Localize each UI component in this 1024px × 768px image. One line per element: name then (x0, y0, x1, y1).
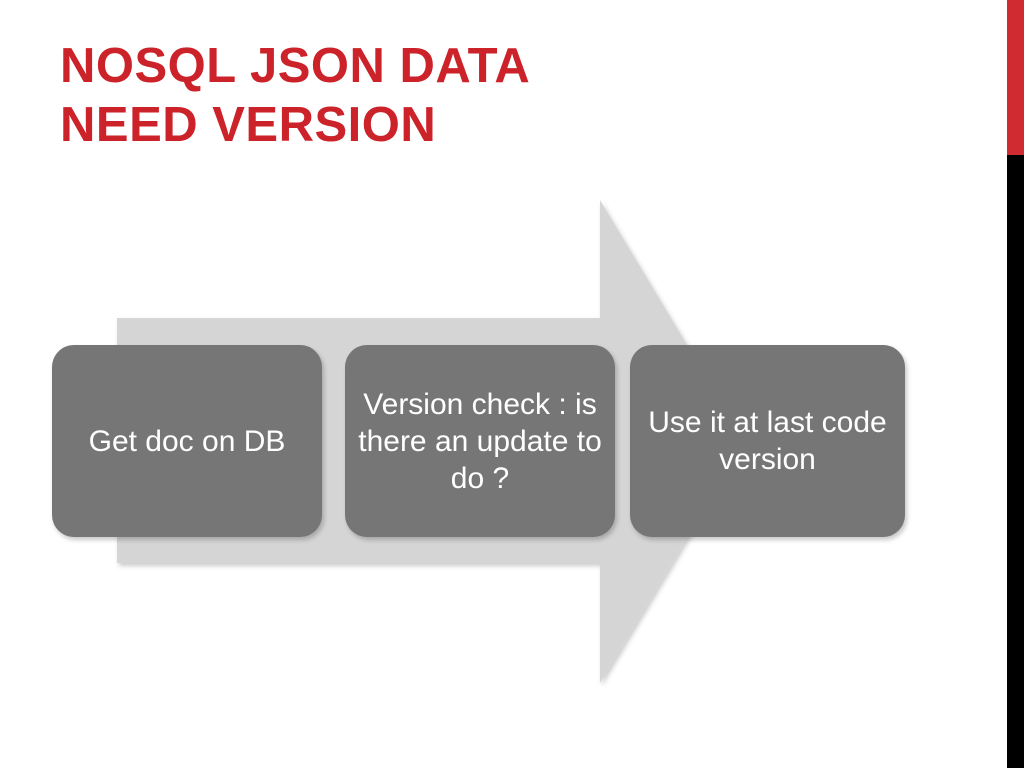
process-step-1[interactable]: Get doc on DB (52, 345, 322, 537)
process-step-3-label: Use it at last code version (648, 406, 887, 476)
edge-bar-black-segment (1007, 155, 1024, 768)
right-edge-bar (1007, 0, 1024, 768)
page-title: NoSQL JSON data need version (60, 39, 531, 152)
process-step-1-label: Get doc on DB (88, 424, 286, 458)
edge-bar-red-segment (1007, 0, 1024, 155)
process-step-2[interactable]: Version check : is there an update to do… (345, 345, 615, 537)
process-step-2-label: Version check : is there an update to do… (358, 387, 602, 495)
process-step-3[interactable]: Use it at last code version (630, 345, 905, 537)
